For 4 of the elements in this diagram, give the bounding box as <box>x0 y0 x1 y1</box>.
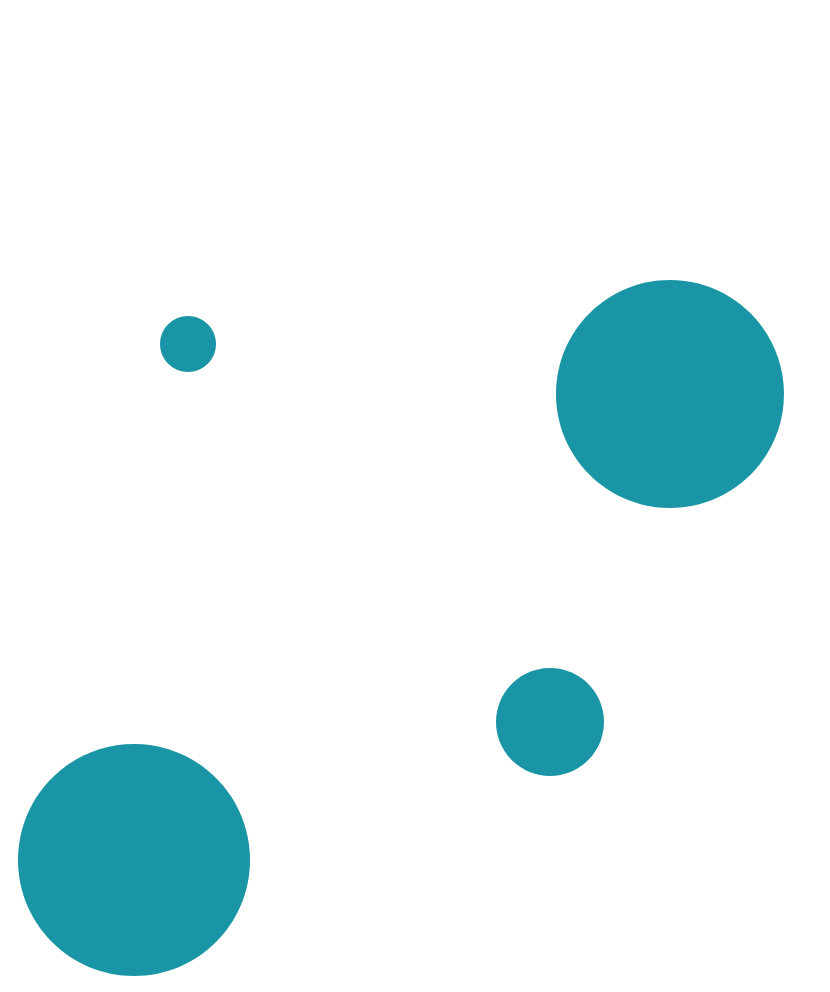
circle <box>496 668 604 776</box>
circle <box>18 744 250 976</box>
circle <box>160 316 216 372</box>
circle <box>556 280 784 508</box>
